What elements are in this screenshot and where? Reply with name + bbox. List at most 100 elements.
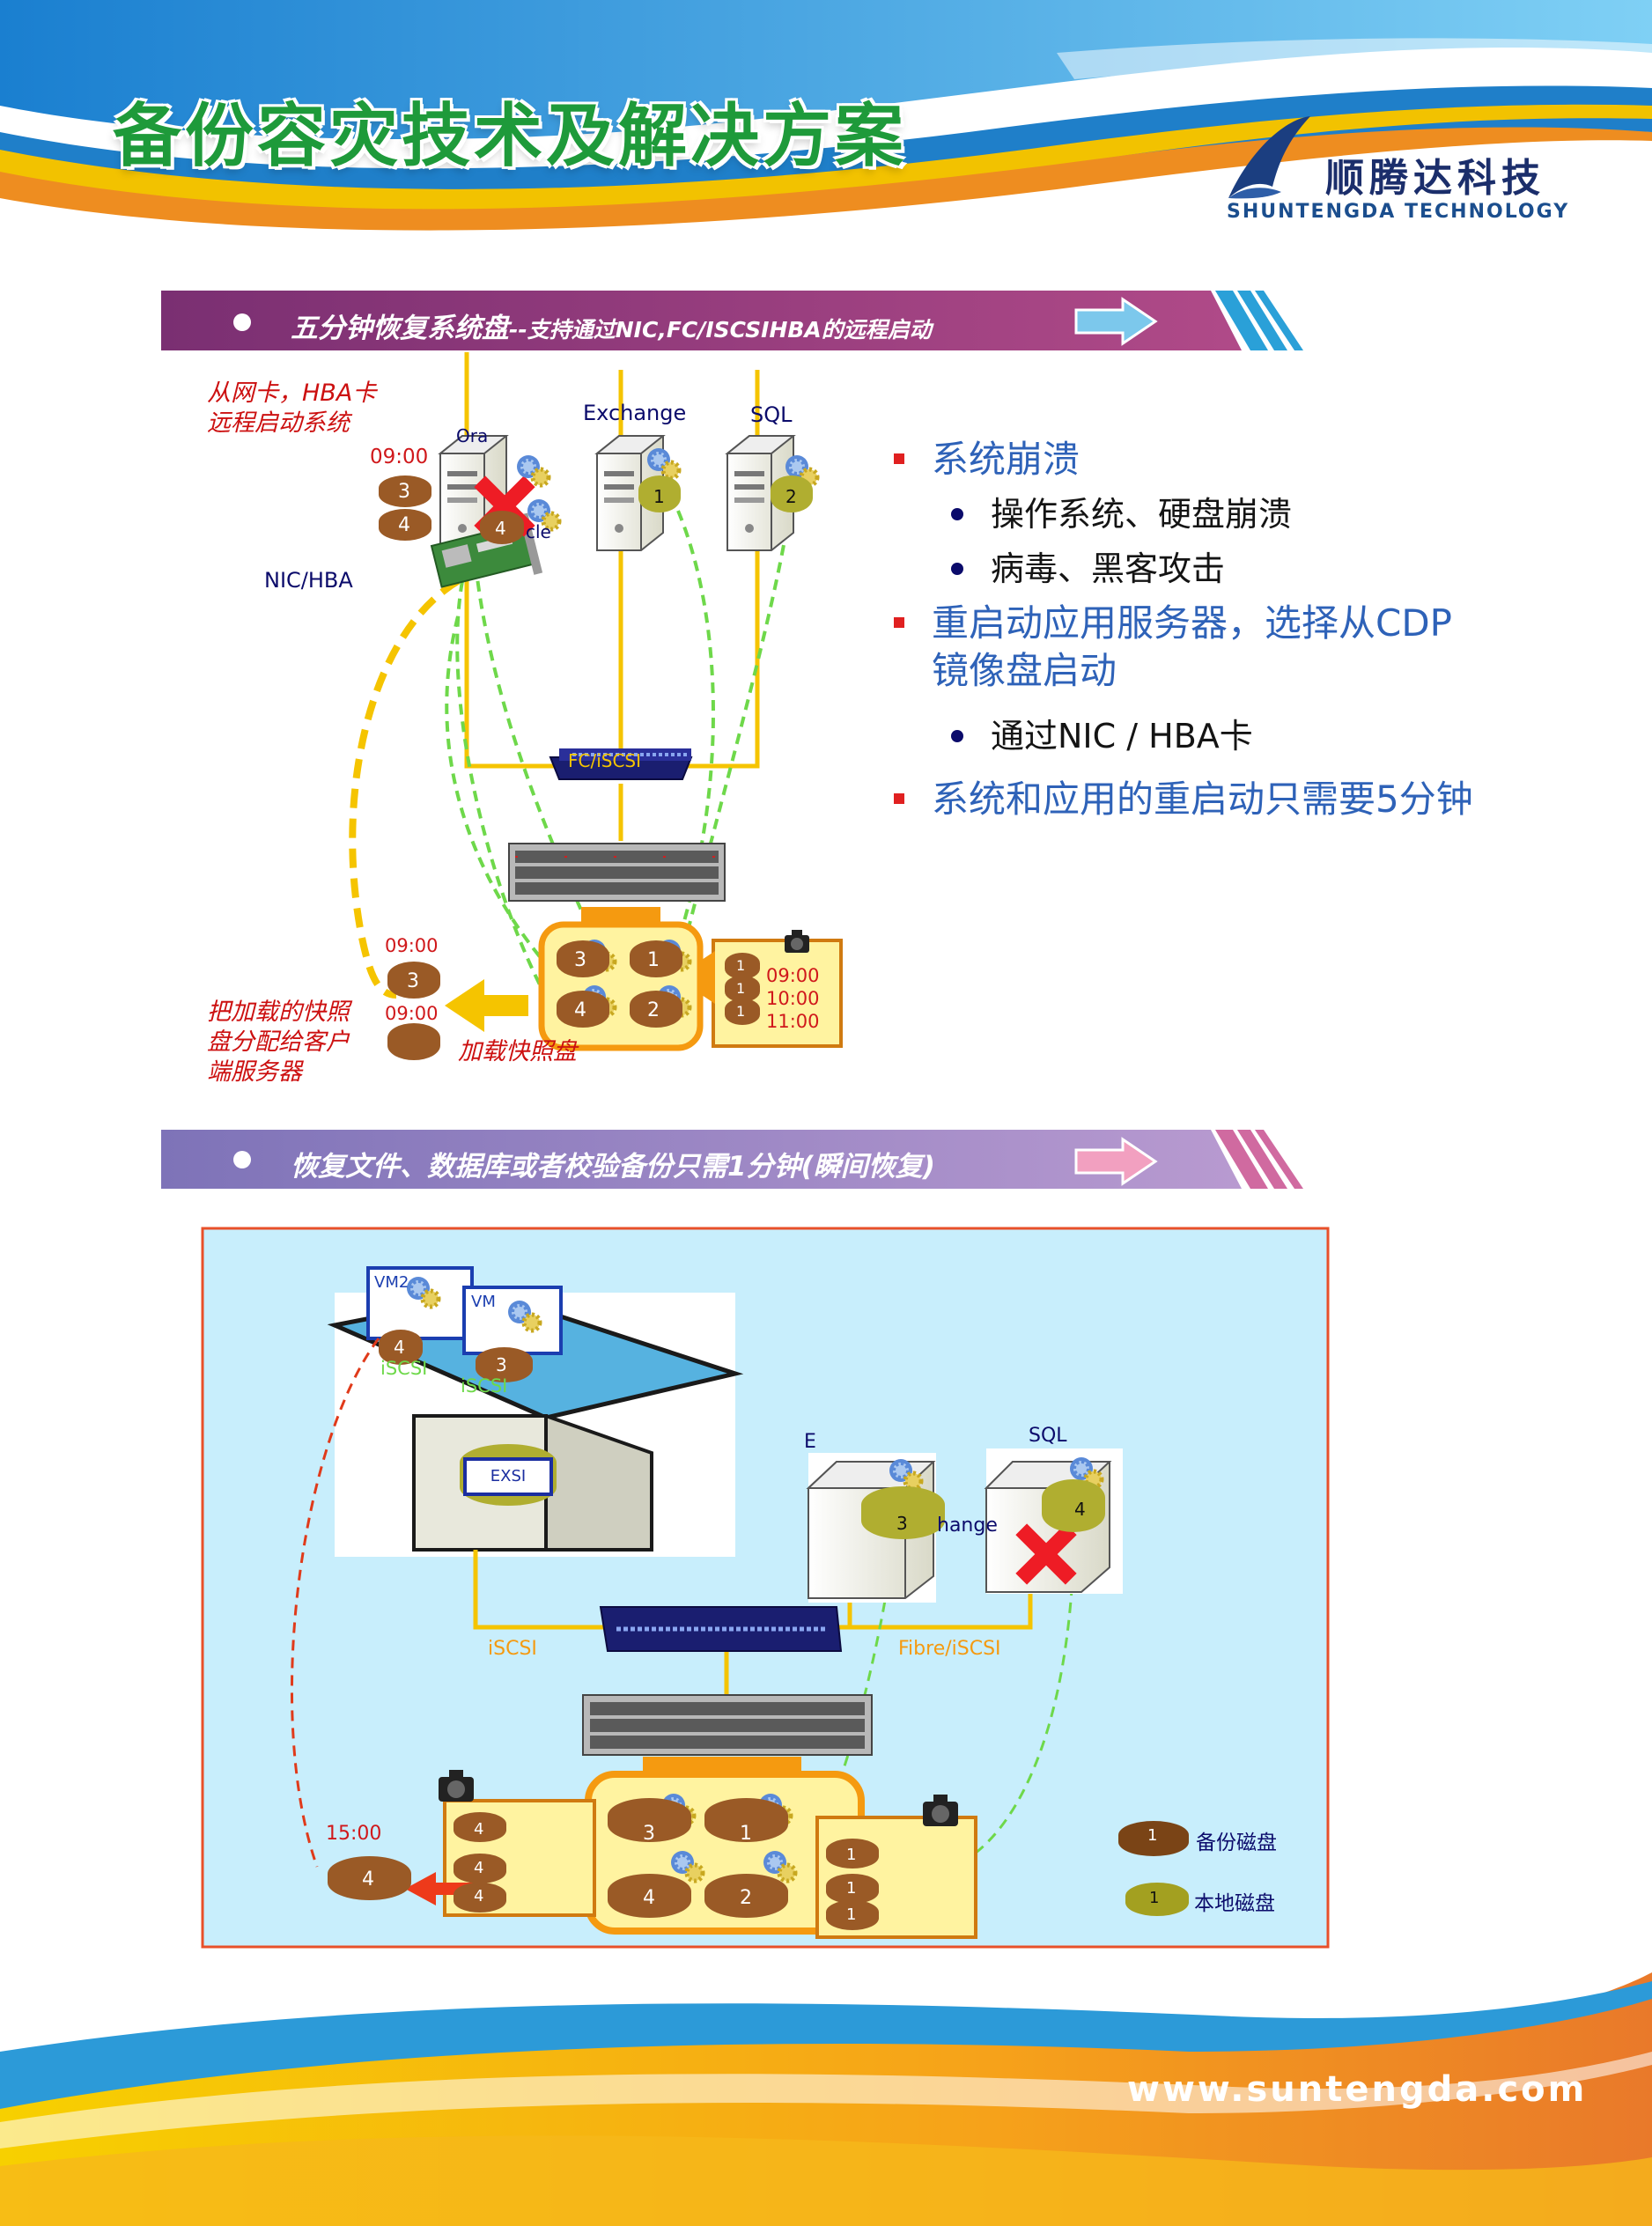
bullet-item: 系统崩溃	[894, 436, 1510, 483]
exchange-local-disk	[861, 1486, 945, 1539]
disk-number: 4	[474, 1859, 484, 1877]
pool-disk	[704, 1798, 788, 1842]
disk-number: 2	[647, 999, 660, 1021]
pool-disk	[608, 1798, 691, 1842]
restored-disk	[328, 1856, 411, 1900]
bullet-item: 系统和应用的重启动只需要5分钟	[894, 776, 1478, 823]
oracle-label-bottom: cle	[526, 521, 551, 542]
snapshot-disk	[725, 999, 760, 1025]
snapshot-time: 10:00	[766, 988, 820, 1009]
assign-snapshot-note: 把加载的快照 盘分配给客户 端服务器	[207, 999, 350, 1086]
disk-number: 2	[740, 1887, 752, 1909]
disk-number: 4	[474, 1820, 484, 1839]
time-label: 15:00	[326, 1823, 382, 1845]
time-label: 09:00	[370, 446, 429, 468]
bullet-item: 操作系统、硬盘崩溃	[894, 492, 1510, 536]
legend-backup-disk	[1118, 1821, 1189, 1856]
dot-bullet-icon	[951, 730, 963, 742]
disk-number: 1	[653, 486, 665, 507]
disk-number: 1	[846, 1905, 857, 1924]
sql-local-disk	[1042, 1479, 1105, 1532]
pool-disk	[557, 991, 609, 1028]
section1-band: 五分钟恢复系统盘--支持通过NIC,FC/ISCSIHBA的远程启动	[291, 306, 932, 345]
disk-number: 1	[736, 957, 746, 974]
snapshot-disk	[725, 953, 760, 979]
disk-number: 4	[643, 1887, 655, 1909]
section1-disk-layer	[379, 475, 813, 1060]
snapshot-time: 11:00	[766, 1011, 820, 1032]
sql-label: SQL	[750, 402, 793, 427]
sql-label: SQL	[1029, 1425, 1067, 1447]
exchange-label-suffix: hange	[937, 1515, 998, 1537]
vm-label: VM	[471, 1293, 496, 1311]
legend-disk-number: 1	[1147, 1826, 1158, 1845]
pool-disk	[630, 991, 682, 1028]
iscsi-label: iSCSI	[488, 1638, 537, 1660]
sql-local-disk	[771, 475, 813, 512]
legend-disk-number: 1	[1149, 1889, 1160, 1907]
bullet-item: 通过NIC / HBA卡	[894, 714, 1510, 758]
disk-number: 2	[785, 486, 797, 507]
feature-bullets: 系统崩溃 操作系统、硬盘崩溃 病毒、黑客攻击 重启动应用服务器，选择从CDP 镜…	[894, 436, 1510, 823]
snapshot-disk	[454, 1883, 506, 1913]
camera-icon	[923, 1795, 958, 1830]
snapshot-disk	[454, 1854, 506, 1883]
disk-number: 4	[474, 1887, 484, 1905]
disk-number: 4	[495, 518, 506, 539]
camera-icon	[439, 1770, 474, 1805]
disk-number: 3	[896, 1513, 908, 1534]
exchange-label: Exchange	[583, 401, 687, 425]
bullet-item: 重启动应用服务器，选择从CDP 镜像盘启动	[894, 600, 1460, 695]
snapshot-disk	[387, 1023, 440, 1060]
oracle-disk	[480, 511, 524, 544]
square-bullet-icon	[894, 453, 904, 464]
bullet-item: 病毒、黑客攻击	[894, 547, 1510, 591]
dot-bullet-icon	[951, 508, 963, 520]
disk-number: 1	[740, 1823, 752, 1845]
disk-number: 1	[736, 1003, 746, 1020]
snapshot-disk	[826, 1900, 879, 1930]
section1-band-main: 五分钟恢复系统盘	[291, 313, 509, 344]
disk-number: 3	[643, 1823, 655, 1845]
disk-number: 1	[846, 1846, 857, 1864]
snapshot-time: 09:00	[766, 965, 820, 986]
snapshot-disk	[387, 962, 440, 999]
time-label: 09:00	[385, 935, 439, 956]
nic-hba-label: NIC/HBA	[264, 568, 353, 593]
exchange-label-prefix: E	[804, 1431, 816, 1453]
vm-disk	[379, 1330, 423, 1365]
remote-boot-note: 从网卡，HBA卡 远程启动系统	[207, 380, 377, 437]
dot-bullet-icon	[951, 563, 963, 575]
vm-disk	[476, 1347, 533, 1382]
oracle-label-top: Ora	[456, 425, 489, 446]
brand-name-cn: 顺腾达科技	[1325, 156, 1545, 201]
legend-backup-label: 备份磁盘	[1196, 1832, 1277, 1854]
load-snapshot-note: 加载快照盘	[458, 1038, 577, 1065]
section1-band-sub: --支持通过NIC,FC/ISCSIHBA的远程启动	[509, 317, 932, 343]
disk-number: 1	[846, 1879, 857, 1898]
exsi-label: EXSI	[463, 1457, 553, 1496]
time-label: 09:00	[385, 1003, 439, 1024]
switch-label: FC/iSCSI	[568, 750, 642, 771]
backup-disk	[379, 509, 431, 541]
disk-number: 4	[398, 514, 410, 536]
disk-number: 4	[574, 999, 586, 1021]
iscsi-label: iSCSI	[461, 1375, 508, 1397]
website-url[interactable]: www.suntengda.com	[1127, 2069, 1588, 2110]
exchange-local-disk	[638, 475, 681, 512]
pool-disk	[557, 940, 609, 977]
disk-number: 1	[647, 949, 660, 971]
square-bullet-icon	[894, 617, 904, 628]
pool-disk	[704, 1874, 788, 1918]
failure-x-icon	[1015, 1523, 1077, 1585]
disk-number: 1	[736, 980, 746, 997]
snapshot-disk	[454, 1812, 506, 1842]
disk-number: 4	[394, 1337, 405, 1358]
pool-disk	[630, 940, 682, 977]
snapshot-disk	[725, 976, 760, 1002]
section2-band: 恢复文件、数据库或者校验备份只需1分钟(瞬间恢复)	[291, 1151, 935, 1183]
legend-local-disk	[1125, 1883, 1189, 1916]
disk-number: 3	[574, 949, 586, 971]
